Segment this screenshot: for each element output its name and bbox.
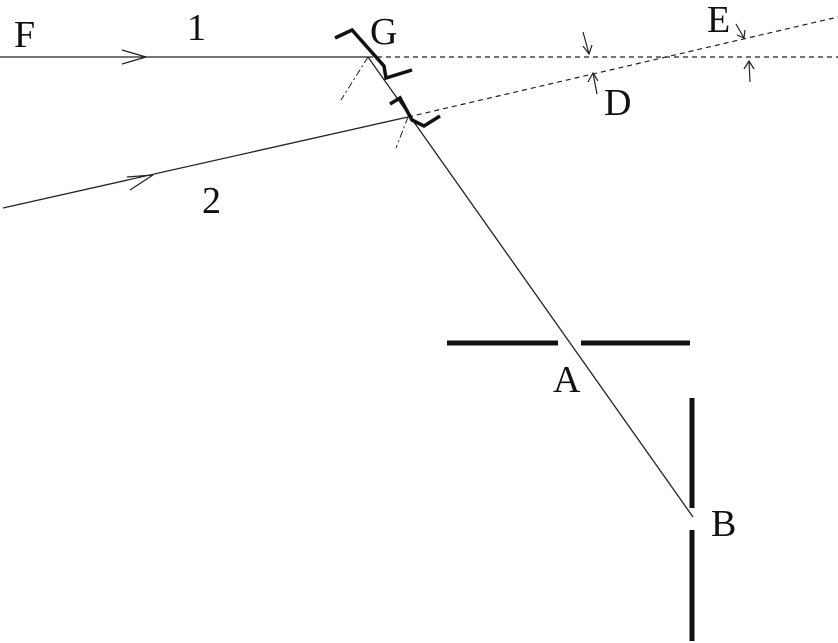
ray-2-line: [2, 116, 409, 209]
reflected-ray: [367, 56, 694, 518]
ray-1-arrow: [121, 49, 149, 65]
mirror-G: [334, 27, 413, 81]
ray-2-extension: [407, 16, 838, 118]
arrow-D-upper: [582, 31, 590, 55]
label-ray-2: 2: [202, 180, 221, 222]
arrow-D-lower: [592, 72, 598, 95]
mirror-ray2: [389, 95, 441, 129]
label-D: D: [604, 82, 631, 124]
normal-at-ray2: [395, 116, 409, 149]
arrow-E-upper: [735, 23, 745, 39]
arrow-E-lower-head: [743, 59, 755, 70]
normal-at-G: [340, 56, 369, 101]
label-E: E: [707, 0, 730, 41]
label-B: B: [711, 503, 736, 545]
label-A: A: [553, 359, 581, 401]
arrow-D-lower-head: [587, 71, 599, 83]
label-G: G: [370, 11, 397, 53]
label-F: F: [14, 14, 35, 56]
label-ray-1: 1: [187, 7, 206, 49]
arrow-D-upper-head: [582, 44, 593, 56]
arrow-E-upper-head: [736, 29, 746, 39]
ray-2-arrow: [126, 174, 154, 191]
arrow-E-lower: [748, 60, 751, 83]
